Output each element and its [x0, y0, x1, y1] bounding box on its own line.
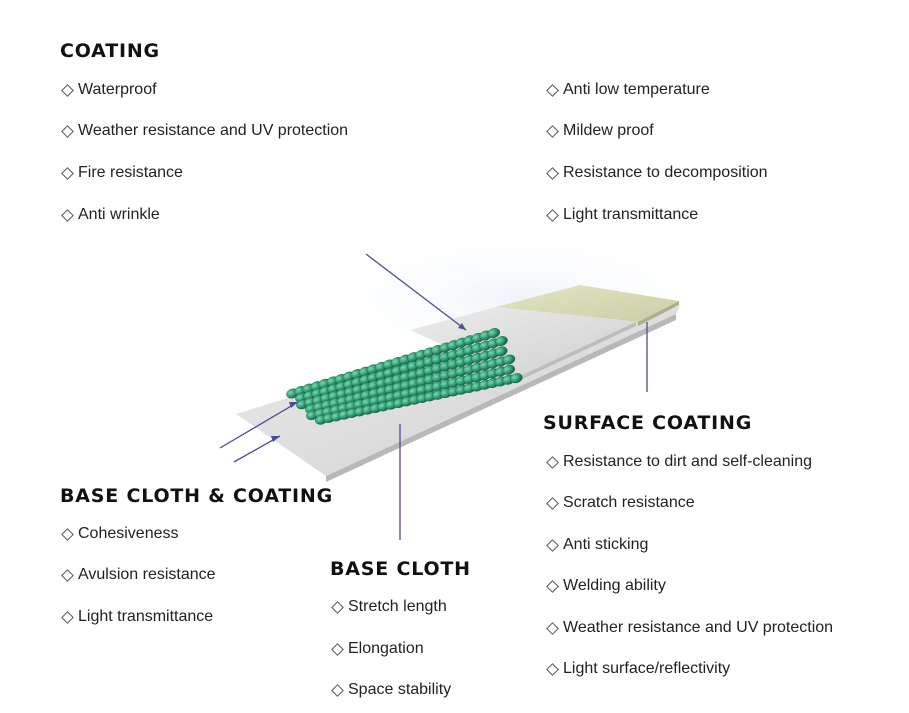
pointer-lines: [219, 253, 648, 540]
weave-bead: [502, 354, 516, 365]
diamond-bullet-icon: [61, 124, 74, 138]
diamond-bullet-icon: [61, 568, 74, 582]
weave-bead: [494, 346, 508, 357]
diamond-bullet-icon: [546, 455, 559, 469]
diamond-bullet-icon: [546, 83, 559, 97]
pointer-base-cloth-coating-2: [233, 435, 281, 463]
coating-title: COATING: [60, 40, 160, 62]
diamond-bullet-icon: [546, 124, 559, 138]
diamond-bullet-icon: [546, 208, 559, 222]
base-cloth-coating-item: Light transmittance: [60, 608, 213, 626]
weave-bead: [487, 328, 501, 339]
coating-item: Weather resistance and UV protection: [60, 122, 348, 140]
base-cloth-item: Elongation: [330, 640, 424, 658]
surface-coating-layer: [496, 285, 679, 326]
background-glow: [290, 220, 750, 380]
weave-bead: [510, 373, 523, 384]
base-cloth-title: BASE CLOTH: [330, 558, 471, 580]
surface-coating-item: Anti sticking: [545, 536, 648, 554]
weave-bead: [502, 364, 515, 375]
diamond-bullet-icon: [546, 496, 559, 510]
diamond-bullet-icon: [546, 662, 559, 676]
diamond-bullet-icon: [331, 642, 344, 656]
surface-coating-item: Resistance to dirt and self-cleaning: [545, 453, 812, 471]
pointer-arrowheads: [271, 323, 466, 442]
diamond-bullet-icon: [331, 683, 344, 697]
base-cloth-item: Stretch length: [330, 598, 447, 616]
base-cloth-coating-title: BASE CLOTH & COATING: [60, 485, 333, 507]
coating-item: Anti low temperature: [545, 81, 710, 99]
coating-item: Waterproof: [60, 81, 157, 99]
diamond-bullet-icon: [331, 600, 344, 614]
surface-coating-item: Weather resistance and UV protection: [545, 619, 833, 637]
base-cloth-weave: [286, 328, 523, 425]
coating-item: Mildew proof: [545, 122, 654, 140]
diamond-bullet-icon: [61, 610, 74, 624]
coating-item: Resistance to decomposition: [545, 164, 768, 182]
base-cloth-coating-item: Avulsion resistance: [60, 566, 216, 584]
diamond-bullet-icon: [546, 579, 559, 593]
coating-item: Fire resistance: [60, 164, 183, 182]
pointer-coating: [365, 253, 467, 331]
diamond-bullet-icon: [546, 538, 559, 552]
surface-coating-item: Welding ability: [545, 577, 666, 595]
base-cloth-item: Space stability: [330, 681, 451, 699]
diamond-bullet-icon: [61, 83, 74, 97]
diamond-bullet-icon: [546, 166, 559, 180]
surface-coating-title: SURFACE COATING: [543, 412, 753, 434]
diamond-bullet-icon: [61, 166, 74, 180]
surface-coating-item: Scratch resistance: [545, 494, 695, 512]
coating-item: Anti wrinkle: [60, 206, 160, 224]
surface-coating-item: Light surface/reflectivity: [545, 660, 730, 678]
diamond-bullet-icon: [61, 527, 74, 541]
coating-layer: [410, 307, 636, 382]
coating-item: Light transmittance: [545, 206, 698, 224]
diamond-bullet-icon: [546, 621, 559, 635]
base-cloth-coating-item: Cohesiveness: [60, 525, 179, 543]
weave-bead: [495, 336, 508, 347]
pointer-base-cloth-coating-1: [219, 401, 299, 449]
diamond-bullet-icon: [61, 208, 74, 222]
